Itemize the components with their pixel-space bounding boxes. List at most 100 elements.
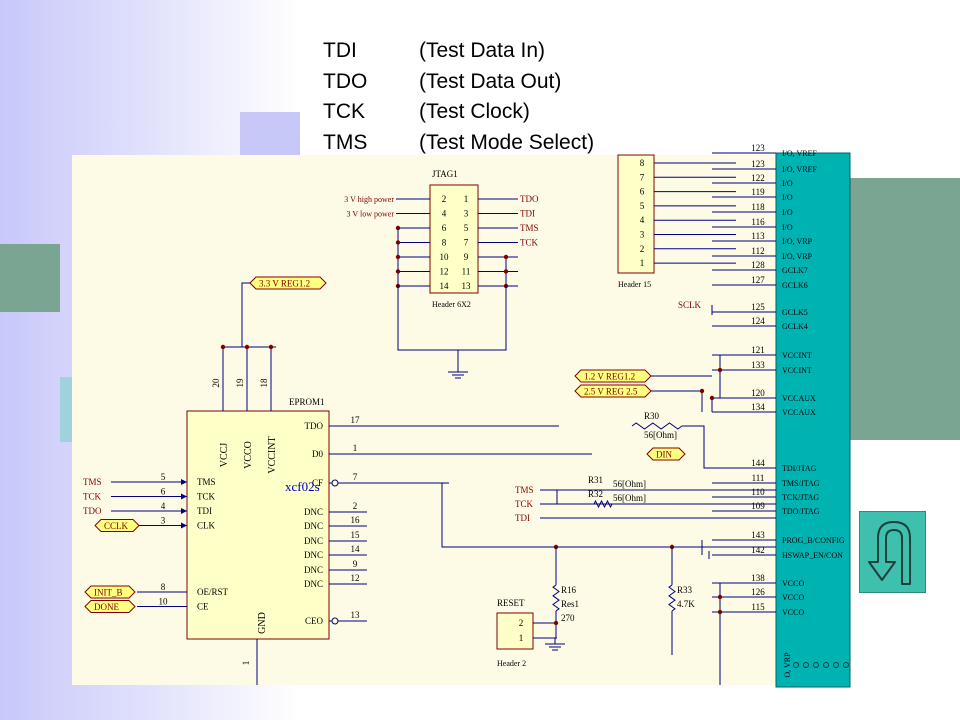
jtag-pin-num: 2 [442, 194, 447, 204]
jtag-signal-label: TDI [520, 209, 535, 219]
r33-value: 4.7K [677, 599, 695, 609]
eprom-pin-name: DNC [304, 550, 323, 560]
jtag-signal-label: TDO [520, 194, 539, 204]
net-flag-done-label: DONE [94, 602, 119, 612]
junction-dot [699, 388, 705, 394]
legend-abbr: TCK [323, 100, 365, 123]
eprom-pin-name: OE/RST [197, 587, 229, 597]
eprom-part-name: xcf02s [285, 479, 320, 494]
header15-pin-num: 5 [640, 201, 645, 211]
eprom-power-pin-name: VCCINT [267, 436, 278, 473]
supply-wire [241, 282, 250, 347]
reset-header-body [496, 612, 534, 650]
junction-dot [503, 254, 509, 260]
fpga-pin-num: 112 [751, 246, 764, 256]
fpga-jtag-net-label: TMS [515, 485, 534, 495]
decor-green-block-left [0, 244, 60, 312]
eprom-net-label: TMS [83, 477, 102, 487]
fpga-pin-num: 134 [751, 402, 765, 412]
junction-dot [395, 225, 401, 231]
eprom-power-pin-name: VCCO [243, 441, 254, 469]
fpga-pin-num: 109 [751, 501, 765, 511]
fpga-pin-num: 142 [751, 545, 765, 555]
fpga-pin-name: GCLK5 [782, 308, 808, 317]
pin-arrow [181, 479, 187, 485]
header15-pin-num: 6 [640, 187, 645, 197]
eprom-pin-name: CEO [305, 616, 324, 626]
jtag-power-label: 3 V low power [347, 210, 395, 219]
fpga-pin-name: VCCO [782, 608, 804, 617]
eprom-pin-name: DNC [304, 536, 323, 546]
supply-2v5-flag-label: 2.5 V REG 2.5 [584, 387, 638, 397]
r30-value: 56[Ohm] [644, 430, 677, 440]
junction-dot [244, 344, 250, 350]
eprom-net-label: TCK [83, 492, 102, 502]
eprom-cf-bubble [331, 479, 339, 487]
fpga-pin-num: 110 [751, 487, 765, 497]
fpga-pin-name: VCCAUX [782, 408, 816, 417]
r16-name: R16 [561, 585, 577, 595]
eprom-pin-name: CE [197, 602, 209, 612]
fpga-jtag-net-label: TDI [515, 513, 530, 523]
jtag-power-label: 3 V high power [344, 195, 394, 204]
pin-arrow [181, 493, 187, 500]
jtag-pin-num: 1 [464, 194, 469, 204]
fpga-pad [833, 662, 839, 668]
fpga-pin-name: VCCINT [782, 366, 812, 375]
r32-name: R32 [588, 489, 603, 499]
reset-title: RESET [497, 598, 525, 608]
return-button[interactable] [859, 511, 926, 593]
pin-arrow [181, 522, 187, 529]
u-turn-arrow-icon [868, 521, 911, 585]
decor-green-block-right [850, 178, 960, 440]
fpga-pin-num: 123 [751, 159, 765, 169]
fpga-pad [813, 662, 819, 668]
legend-desc: (Test Clock) [419, 100, 530, 123]
fpga-pin-name: I/O [782, 223, 793, 232]
jtag-pin-num: 13 [462, 281, 472, 291]
fpga-pin-name: TCK/JTAG [782, 493, 819, 502]
eprom-power-pin-name: VCCJ [219, 443, 230, 468]
junction-dot [553, 620, 559, 626]
header15-pin-num: 7 [640, 172, 645, 182]
r16-extra: 270 [561, 613, 575, 623]
junction-dot [553, 544, 559, 550]
net-flag-din [646, 447, 686, 461]
jtag-signal-label: TMS [520, 223, 539, 233]
legend-row: TCK (Test Clock) [323, 97, 594, 128]
fpga-pin-name: I/O, VRP [782, 252, 813, 261]
jtag-pin-num: 3 [464, 209, 469, 219]
fpga-pin-name: TDI/JTAG [782, 464, 817, 473]
fpga-pad [823, 662, 829, 668]
eprom-pin-name: TDO [305, 421, 324, 431]
legend-desc: (Test Mode Select) [419, 130, 595, 154]
eprom-designator: EPROM1 [289, 397, 325, 407]
header15-pin-num: 3 [640, 230, 645, 240]
jtag-pin-num: 9 [464, 252, 469, 262]
jtag-pin-num: 10 [440, 252, 450, 262]
eprom-pin-name: TMS [197, 477, 216, 487]
fpga-pin-name: TMS/JTAG [782, 479, 820, 488]
fpga-pin-name: I/O, VRP [782, 237, 813, 246]
fpga-pin-name: VCCAUX [782, 394, 816, 403]
fpga-pin-name: VCCO [782, 593, 804, 602]
header15-pin-num: 4 [640, 215, 645, 225]
fpga-pin-name: I/O [782, 179, 793, 188]
eprom-pin-num: 14 [351, 544, 361, 554]
eprom-pin-name: TDI [197, 506, 212, 516]
fpga-pin-name: GCLK4 [782, 322, 808, 331]
legend-row: TMS(Test Mode Select) [323, 128, 594, 159]
fpga-pin-num: 138 [751, 573, 765, 583]
fpga-pin-num: 116 [751, 217, 765, 227]
jtag-pin-num: 11 [462, 267, 471, 277]
fpga-pad [793, 662, 799, 668]
fpga-pin-num: 120 [751, 388, 765, 398]
eprom-pin-num: 1 [353, 443, 358, 453]
r31-name: R31 [588, 475, 603, 485]
jtag-signal-legend: TDI(Test Data In)TDO(Test Data Out)TCK(T… [323, 36, 594, 158]
junction-dot [669, 544, 675, 550]
eprom-pin-name: TCK [197, 492, 216, 502]
eprom-pin-num: 4 [161, 501, 166, 511]
jtag-pin-num: 6 [442, 223, 447, 233]
